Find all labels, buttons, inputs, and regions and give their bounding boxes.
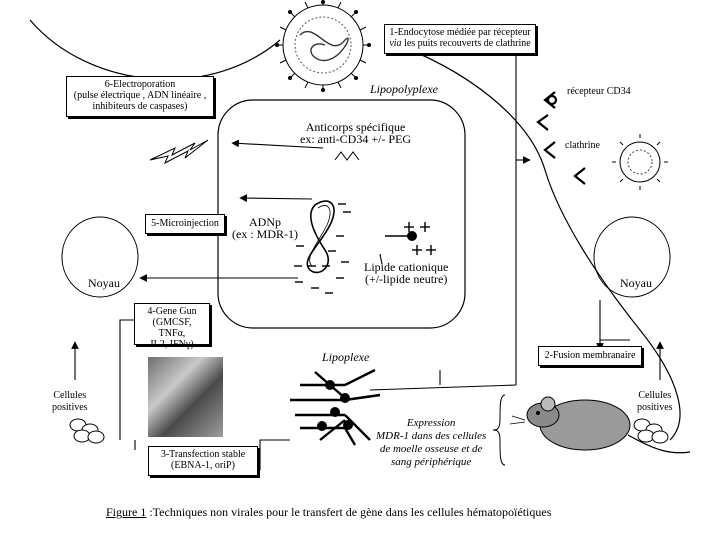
cell-membrane-right (384, 39, 681, 441)
nucleus-right (593, 216, 671, 298)
transfection-box: 3-Transfection stable (EBNA-1, oriP) (148, 446, 258, 476)
positive-cells-right (633, 418, 669, 444)
cellules-left-line2: positives (52, 402, 88, 413)
lipoplexe-label: Lipoplexe (322, 350, 370, 364)
electroporation-lightning (149, 139, 209, 165)
electroporation-line3: inhibiteurs de caspases) (92, 101, 188, 112)
electroporation-line1: 6-Electroporation (104, 79, 176, 90)
adnp-line1: ADNp (249, 215, 281, 229)
expression-line1: Expression (406, 417, 456, 429)
lipoplexe-heads (317, 380, 353, 431)
genegun-line3: IL2, IFNγ) (150, 339, 194, 350)
cell-membrane-left (29, 19, 281, 80)
cationic-lipid (385, 222, 436, 255)
cellules-left-line1: Cellules (53, 390, 87, 401)
expression-brace (492, 394, 506, 466)
anticorps-line1: Anticorps spécifique (305, 120, 406, 134)
microinjection-label: 5-Microinjection (151, 218, 219, 229)
fusion-box: 2-Fusion membranaire (538, 346, 642, 366)
plasmid-dna (306, 200, 335, 274)
endocytose-line1: 1-Endocytose médiée par récepteur (389, 27, 531, 38)
expression-line2: MDR-1 dans des cellules (376, 430, 487, 442)
clathrine-vesicle (612, 134, 668, 190)
fusion-label: 2-Fusion membranaire (544, 350, 636, 361)
recepteur-label: récepteur CD34 (567, 86, 631, 97)
endocytose-box: 1-Endocytose médiée par récepteur via le… (384, 24, 536, 54)
transfection-line1: 3-Transfection stable (160, 449, 246, 460)
genegun-line2: (GMCSF, TNFα, (152, 317, 192, 339)
lipide-line1: Lipide cationique (364, 260, 449, 274)
figure-caption: Figure 1 :Techniques non virales pour le… (106, 505, 551, 520)
lipide-line2: (+/-lipide neutre) (364, 272, 448, 286)
genegun-box: 4-Gene Gun (GMCSF, TNFα, IL2, IFNγ) (134, 303, 210, 350)
adnp-line2: (ex : MDR-1) (232, 227, 298, 241)
electroporation-line2: (pulse électrique , ADN linéaire , (73, 90, 207, 101)
cellules-right-line1: Cellules (638, 390, 672, 401)
figure-number: Figure 1 (106, 505, 147, 519)
cellules-right-line2: positives (637, 402, 673, 413)
arrows (71, 55, 664, 471)
lipopolyplexe-label: Lipopolyplexe (370, 82, 438, 96)
genegun-line1: 4-Gene Gun (147, 306, 197, 317)
cellules-right-label: Cellules positives (637, 390, 673, 414)
adnp-label: ADNp (ex : MDR-1) (232, 216, 298, 240)
noyau-right-label: Noyau (620, 276, 652, 290)
endocytose-via: via (389, 38, 402, 49)
lipopolyplexe-particle (275, 0, 371, 92)
electroporation-box: 6-Electroporation (pulse électrique , AD… (66, 76, 214, 117)
antibody-zigzag (334, 151, 360, 161)
expression-line3: de moelle osseuse et de (379, 443, 483, 455)
anticorps-line2: ex: anti-CD34 +/- PEG (300, 132, 412, 146)
expression-line4: sang périphérique (390, 456, 472, 468)
gene-gun-photo (148, 357, 223, 437)
positive-cells-left (69, 418, 105, 444)
mouse-illustration (509, 396, 691, 454)
cellules-left-label: Cellules positives (52, 390, 88, 414)
nucleus-left (61, 216, 139, 298)
figure-caption-text: :Techniques non virales pour le transfer… (146, 505, 552, 519)
clathrine-label: clathrine (565, 140, 600, 151)
microinjection-box: 5-Microinjection (145, 214, 225, 234)
plasmid-charges (294, 203, 351, 294)
transfection-line2: (EBNA-1, oriP) (171, 460, 235, 471)
cd34-receptors (536, 91, 586, 185)
anticorps-label: Anticorps spécifique ex: anti-CD34 +/- P… (300, 121, 411, 145)
expression-label: Expression MDR-1 dans des cellules de mo… (376, 417, 486, 469)
noyau-left-label: Noyau (88, 276, 120, 290)
endocytose-line2: les puits recouverts de clathrine (404, 38, 531, 49)
lipide-label: Lipide cationique (+/-lipide neutre) (364, 261, 448, 285)
